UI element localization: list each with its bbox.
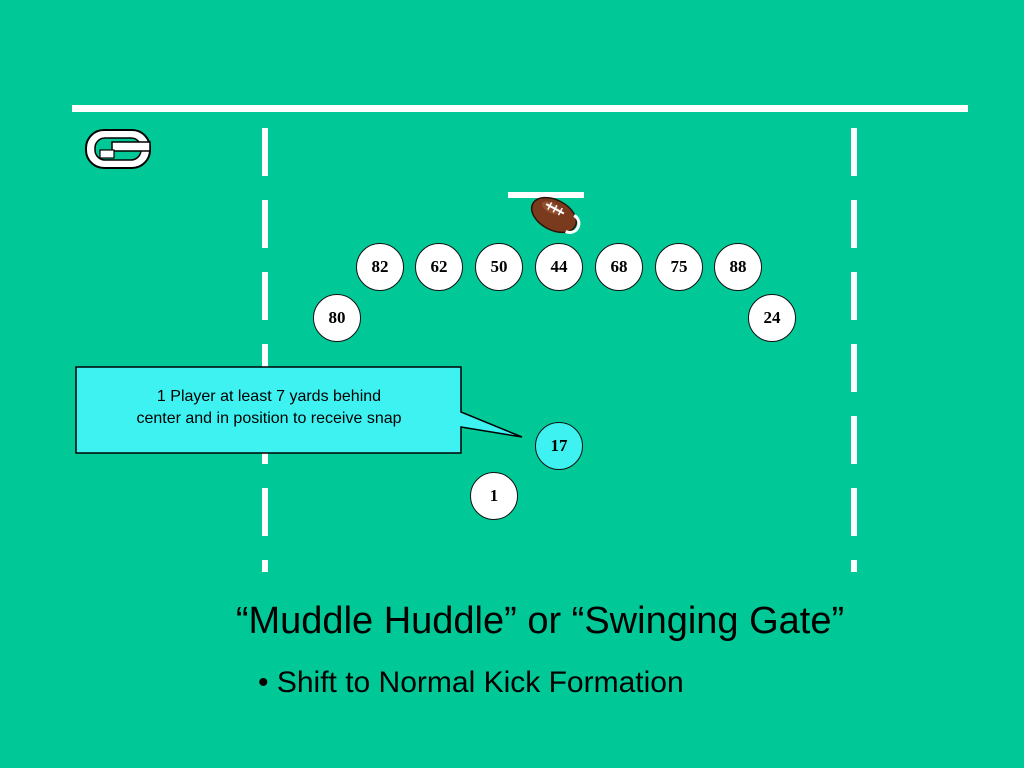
player-80: 80: [313, 294, 361, 342]
player-1: 1: [470, 472, 518, 520]
logo-g-icon: [85, 129, 151, 169]
player-68: 68: [595, 243, 643, 291]
player-17: 17: [535, 422, 583, 470]
scrimmage-marker: [508, 192, 584, 198]
callout-box: [75, 366, 523, 454]
player-44: 44: [535, 243, 583, 291]
callout-line-1: 1 Player at least 7 yards behind: [156, 388, 382, 405]
football-icon: [530, 196, 581, 234]
player-75: 75: [655, 243, 703, 291]
callout-text: 1 Player at least 7 yards behind center …: [78, 386, 460, 430]
callout-line-2: center and in position to receive snap: [136, 410, 402, 427]
player-24: 24: [748, 294, 796, 342]
bullet-item: • Shift to Normal Kick Formation: [258, 666, 684, 699]
player-50: 50: [475, 243, 523, 291]
player-88: 88: [714, 243, 762, 291]
player-82: 82: [356, 243, 404, 291]
boundary-line: [72, 105, 968, 112]
player-62: 62: [415, 243, 463, 291]
slide-title: “Muddle Huddle” or “Swinging Gate”: [235, 600, 845, 642]
